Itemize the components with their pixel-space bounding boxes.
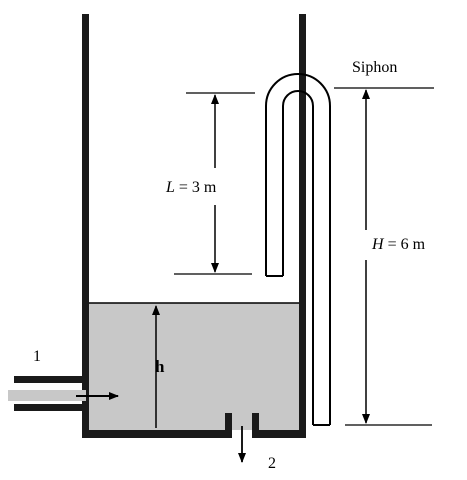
inlet-pipe-top (14, 376, 84, 383)
outlet-number-label: 2 (268, 455, 276, 472)
siphon-tube-outer (265, 73, 331, 425)
tank-right-wall (299, 14, 306, 438)
siphon-tube-inner (282, 90, 314, 425)
inlet-number-label: 1 (33, 348, 41, 365)
L-label: L = 3 m (165, 179, 217, 196)
siphon-label: Siphon (352, 59, 397, 76)
water-body (88, 303, 300, 430)
inlet-stream (8, 390, 86, 401)
outlet-nozzle-right (252, 413, 259, 438)
h-label: h (155, 357, 165, 376)
inlet-pipe-bottom (14, 404, 84, 411)
tank-bottom-left (82, 430, 228, 438)
tank-bottom-right (252, 430, 306, 438)
H-label: H = 6 m (371, 236, 426, 253)
tank-left-wall (82, 14, 89, 438)
outlet-nozzle-left (225, 413, 232, 438)
